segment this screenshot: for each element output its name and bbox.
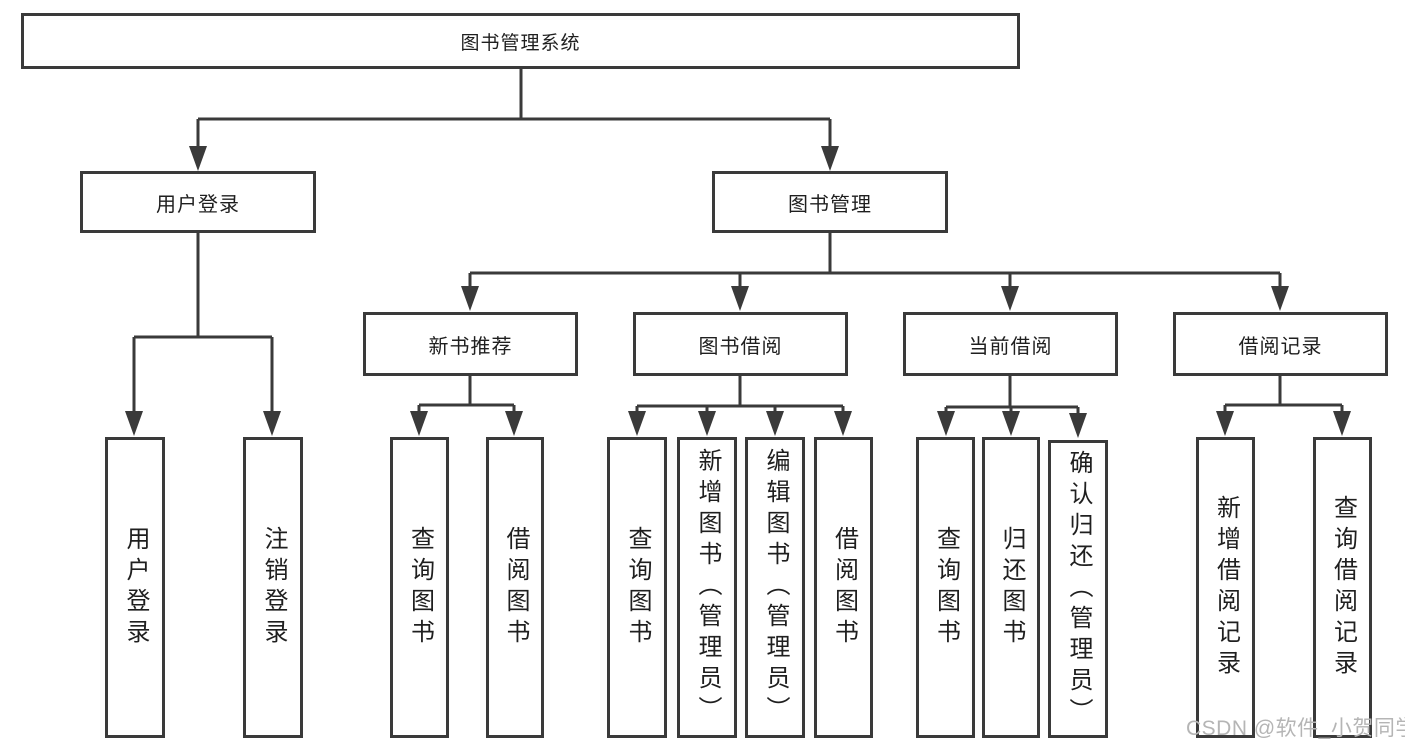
leaf-query-books-recommend: 查询图书 xyxy=(390,437,449,738)
csdn-watermark: CSDN @软件_小贺同学 xyxy=(1186,717,1405,740)
leaf-query-books-current: 查询图书 xyxy=(916,437,975,738)
node-user-login: 用户登录 xyxy=(80,171,316,233)
node-book-borrowing: 图书借阅 xyxy=(633,312,848,376)
leaf-query-borrow-record: 查询借阅记录 xyxy=(1313,437,1372,738)
leaf-confirm-return-admin: 确认归还（管理员） xyxy=(1048,440,1108,738)
leaf-user-login: 用户登录 xyxy=(105,437,165,738)
leaf-add-borrow-record: 新增借阅记录 xyxy=(1196,437,1255,738)
leaf-borrow-books: 借阅图书 xyxy=(814,437,873,738)
node-library-management-system: 图书管理系统 xyxy=(21,13,1020,69)
leaf-borrow-books-recommend: 借阅图书 xyxy=(486,437,544,738)
leaf-edit-books-admin: 编辑图书（管理员） xyxy=(745,437,805,738)
arrowheads xyxy=(125,146,1351,438)
node-current-borrowing: 当前借阅 xyxy=(903,312,1118,376)
leaf-add-books-admin: 新增图书（管理员） xyxy=(677,437,737,738)
leaf-logout: 注销登录 xyxy=(243,437,303,738)
node-new-book-recommend: 新书推荐 xyxy=(363,312,578,376)
node-borrowing-records: 借阅记录 xyxy=(1173,312,1388,376)
leaf-return-books: 归还图书 xyxy=(982,437,1040,738)
leaf-query-books-borrow: 查询图书 xyxy=(607,437,667,738)
node-book-management: 图书管理 xyxy=(712,171,948,233)
